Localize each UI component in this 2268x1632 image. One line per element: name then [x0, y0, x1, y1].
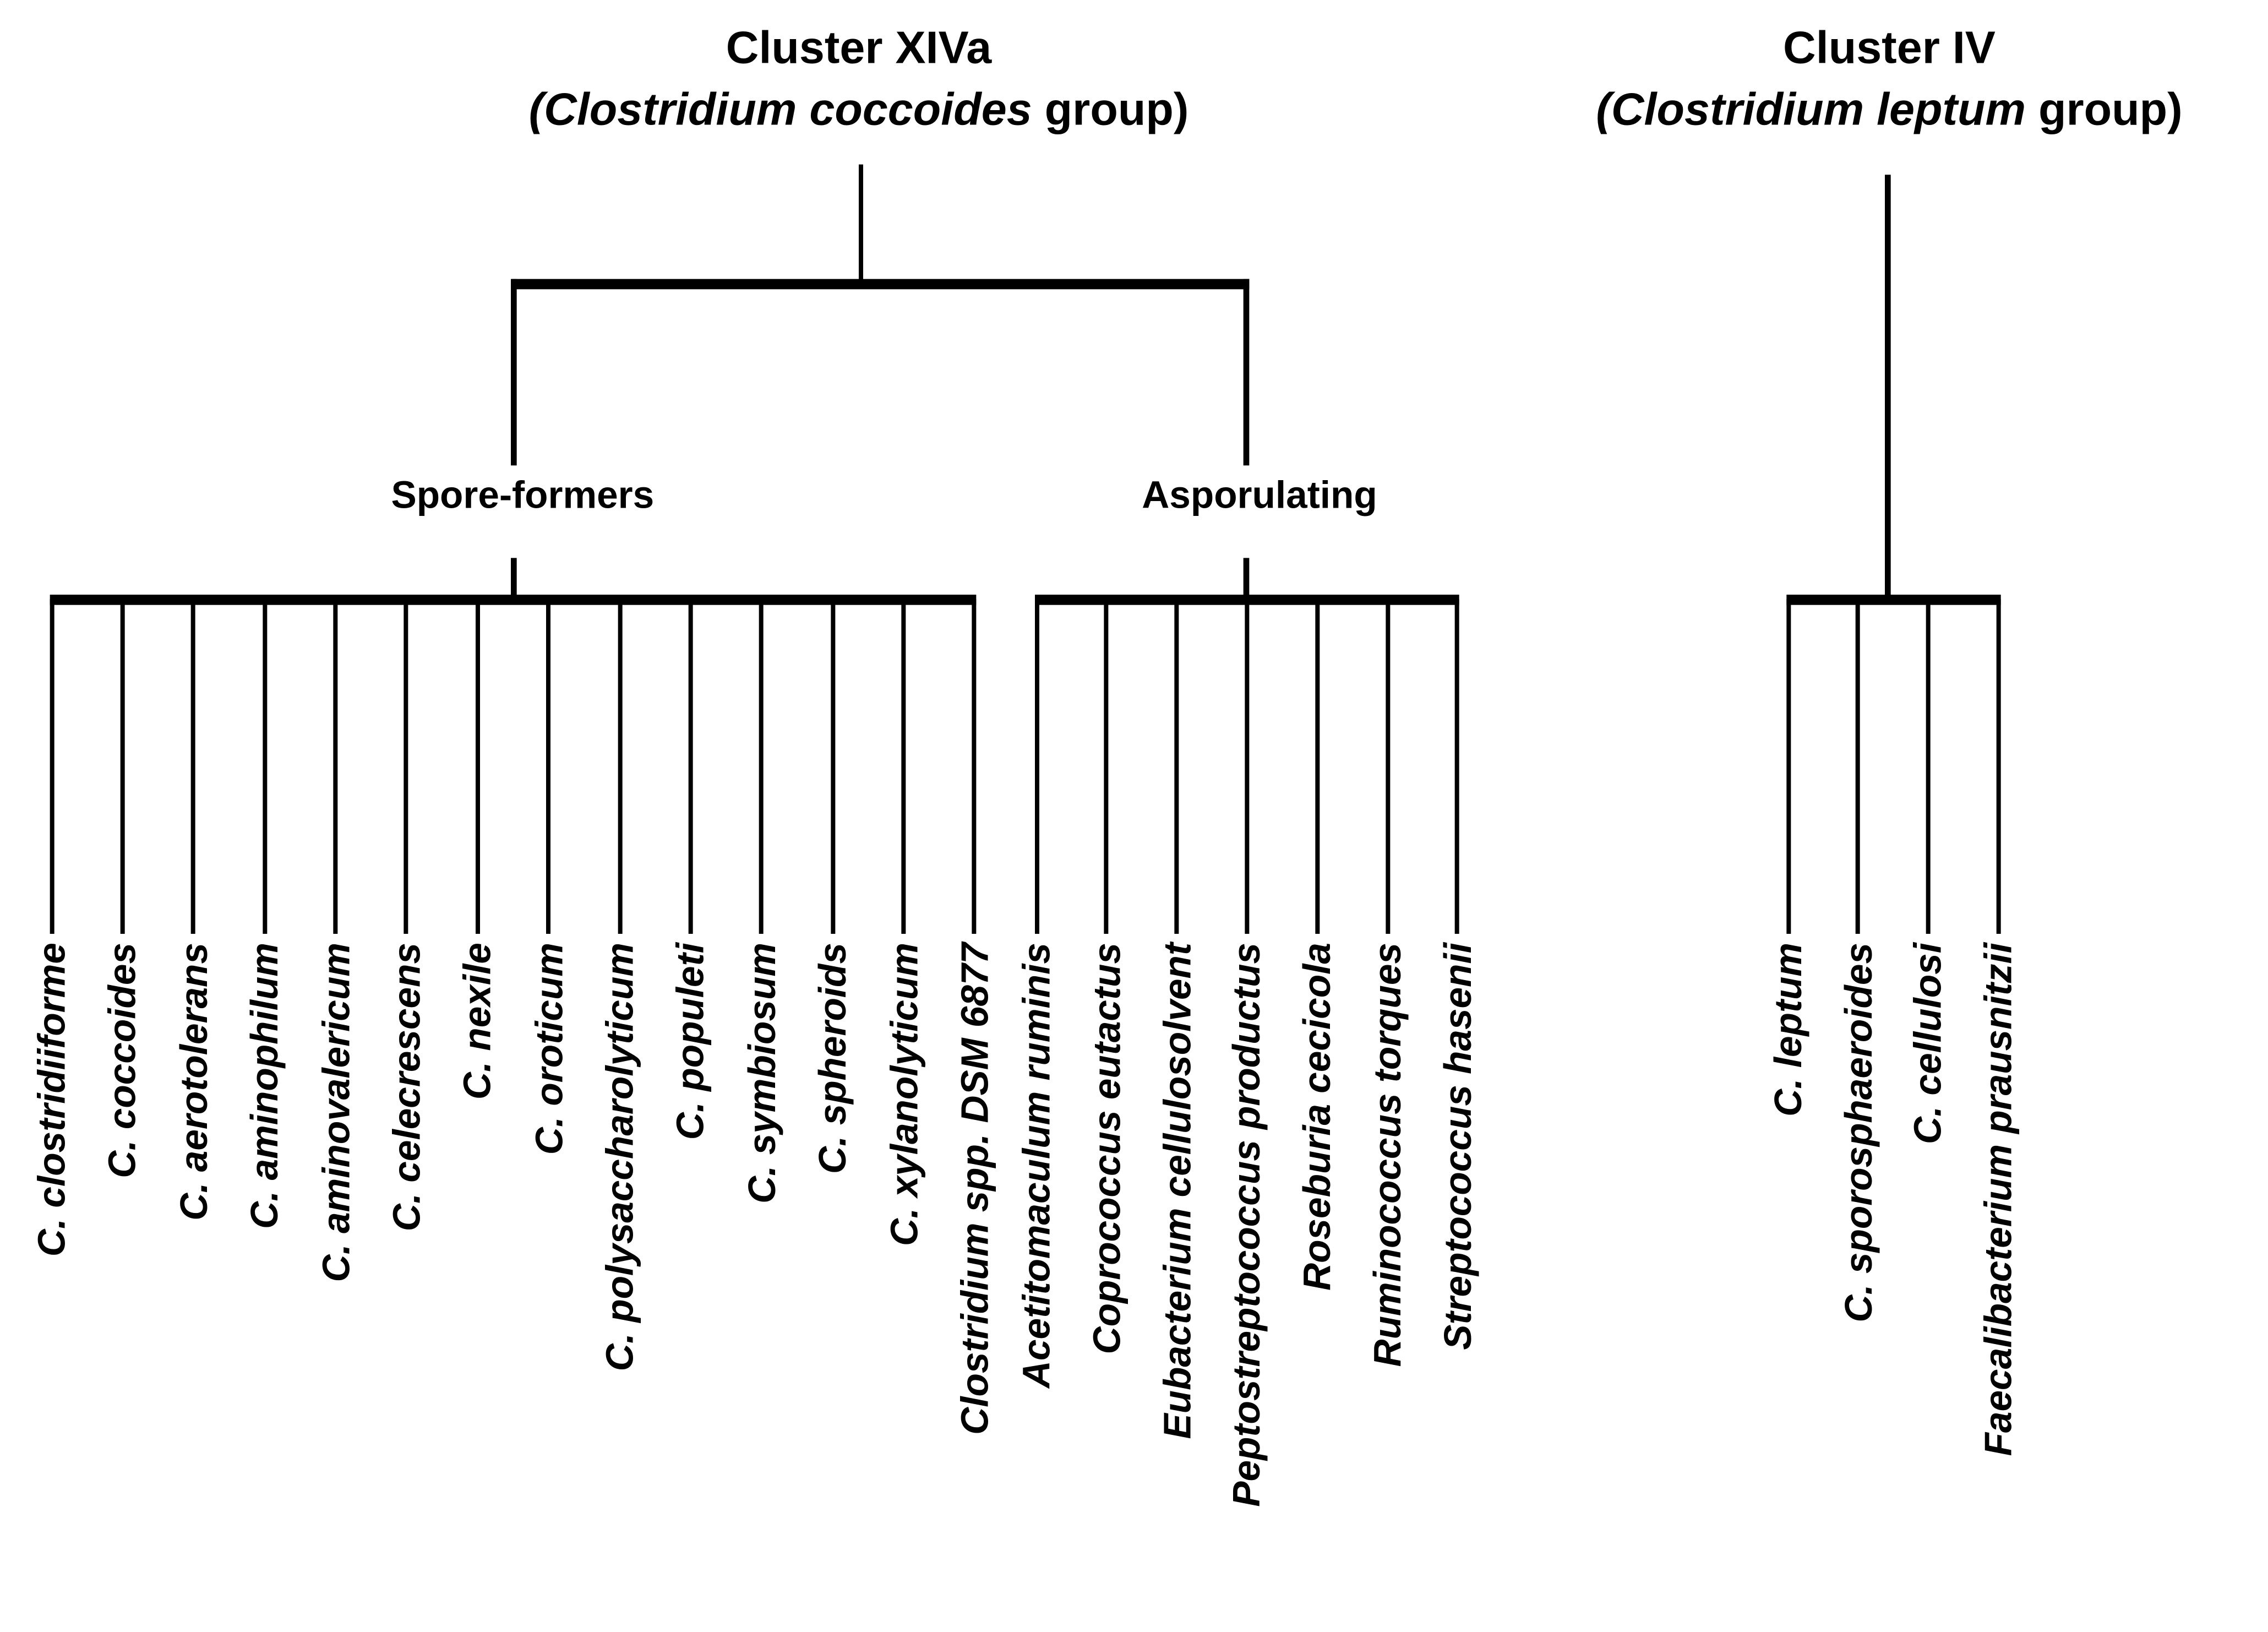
tree-line-vertical	[262, 599, 267, 934]
tree-line-vertical	[1315, 599, 1320, 934]
tree-line-vertical	[1174, 599, 1179, 934]
tree-line-vertical	[972, 599, 977, 934]
leaf-label-text: C. populeti	[668, 943, 713, 1140]
tree-line-horizontal	[511, 279, 1250, 290]
tree-line-vertical	[858, 164, 863, 284]
leaf-label-text: C. celecrescens	[384, 943, 429, 1232]
leaf-label-text: C. leptum	[1766, 943, 1811, 1117]
leaf-label-text: C. coccoides	[100, 943, 145, 1178]
cluster-xiva-title-line2-rest: group)	[1032, 84, 1189, 135]
leaf-label-text: Ruminococcus torques	[1365, 943, 1410, 1367]
tree-line-vertical	[333, 599, 338, 934]
leaf-label-text: Acetitomaculum ruminis	[1014, 943, 1059, 1389]
tree-line-vertical	[1885, 175, 1891, 601]
tree-line-vertical	[1243, 558, 1250, 598]
tree-line-horizontal	[49, 595, 977, 605]
leaf-label-text: Coprococcus eutactus	[1084, 943, 1129, 1354]
cluster-iv-title-line2: (Clostridium leptum group)	[1500, 79, 2268, 141]
cluster-xiva-title-line1: Cluster XIVa	[726, 22, 992, 74]
leaf-label-text: Eubacterium cellulosolvent	[1154, 943, 1199, 1439]
leaf-label-text: C. nexile	[455, 943, 500, 1100]
leaf-label-text: C. xylanolyticum	[881, 943, 926, 1247]
tree-line-horizontal	[1786, 595, 2000, 605]
leaf-label-text: C. aminophilum	[242, 943, 287, 1230]
leaf-label-text: C. sporosphaeroides	[1836, 943, 1880, 1323]
cluster-iv-title-line2-rest: group)	[2026, 84, 2183, 135]
leaf-label-text: C. clostridiiforme	[29, 943, 74, 1257]
leaf-label-text: C. spheroids	[810, 943, 855, 1174]
tree-line-vertical	[1856, 599, 1861, 934]
cluster-xiva-title-line2: (Clostridium coccoides group)	[418, 79, 1299, 141]
tree-line-vertical	[617, 599, 622, 934]
leaf-label-text: Clostridium spp. DSM 6877	[952, 943, 997, 1435]
tree-line-vertical	[191, 599, 196, 934]
leaf-label-text: C. cellulosi	[1906, 943, 1950, 1145]
leaf-label-text: Peptostreptococcus productus	[1225, 943, 1269, 1507]
tree-line-vertical	[49, 599, 54, 934]
tree-line-vertical	[1243, 279, 1250, 466]
leaf-label-text: C. polysaccharolyticum	[597, 943, 642, 1372]
cluster-iv-binomial: (Clostridium leptum	[1596, 84, 2026, 135]
tree-line-vertical	[546, 599, 551, 934]
cluster-xiva-title: Cluster XIVa (Clostridium coccoides grou…	[418, 18, 1299, 141]
tree-line-vertical	[1104, 599, 1109, 934]
tree-line-vertical	[1926, 599, 1931, 934]
tree-line-vertical	[1385, 599, 1390, 934]
tree-line-vertical	[1996, 599, 2000, 934]
tree-line-vertical	[404, 599, 409, 934]
leaf-label-text: C. aerotolerans	[171, 943, 216, 1221]
tree-line-vertical	[901, 599, 906, 934]
leaf-label-text: Streptococcus hasenii	[1435, 943, 1480, 1350]
leaf-label-text: C. symbiosum	[739, 943, 784, 1204]
cluster-iv-title-line1: Cluster IV	[1783, 22, 1996, 74]
tree-line-vertical	[511, 279, 517, 466]
tree-line-vertical	[1786, 599, 1791, 934]
tree-line-vertical	[830, 599, 835, 934]
tree-line-vertical	[511, 558, 517, 598]
tree-line-vertical	[759, 599, 764, 934]
tree-line-vertical	[1455, 599, 1460, 934]
branch-label-spore-formers: Spore-formers	[391, 472, 655, 517]
tree-line-vertical	[475, 599, 480, 934]
tree-line-vertical	[688, 599, 693, 934]
cluster-iv-title: Cluster IV (Clostridium leptum group)	[1500, 18, 2268, 141]
leaf-label-text: C. aminovalericum	[313, 943, 358, 1282]
leaf-label-text: Faecalibacterium prausnitzii	[1976, 943, 2020, 1456]
tree-line-vertical	[1245, 599, 1250, 934]
branch-label-asporulating: Asporulating	[1142, 472, 1377, 517]
tree-line-vertical	[1034, 599, 1039, 934]
cluster-xiva-binomial: (Clostridium coccoides	[528, 84, 1032, 135]
leaf-label-text: Roseburia cecicola	[1295, 943, 1339, 1291]
tree-line-vertical	[120, 599, 125, 934]
leaf-label-text: C. oroticum	[526, 943, 571, 1155]
